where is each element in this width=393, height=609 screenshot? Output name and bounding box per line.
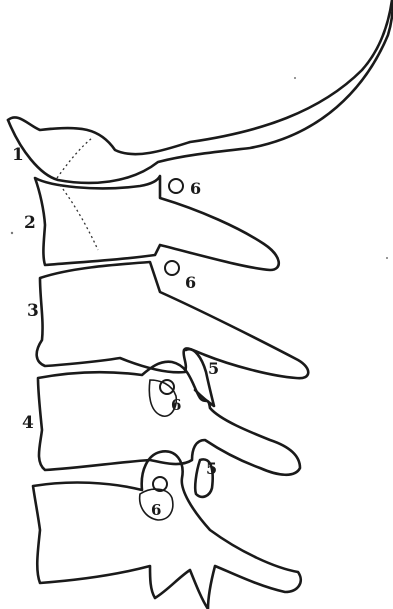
print-speck bbox=[386, 257, 388, 259]
foramen-circle-a bbox=[169, 179, 183, 193]
label-vertebra-3: 3 bbox=[27, 301, 39, 321]
vertebra-4 bbox=[38, 362, 300, 475]
label-vertebra-4: 4 bbox=[22, 413, 34, 433]
foramen-circle-c bbox=[160, 380, 174, 394]
vertebra-5 bbox=[33, 451, 301, 609]
label-foramen-d: 6 bbox=[151, 501, 161, 519]
label-foramen-b: 6 bbox=[185, 273, 196, 292]
vertebra-1 bbox=[8, 0, 393, 183]
vertebra-2 bbox=[35, 176, 279, 270]
label-process-b: 5 bbox=[206, 459, 217, 478]
label-vertebra-1: 1 bbox=[12, 145, 24, 165]
foramen-circle-b bbox=[165, 261, 179, 275]
label-foramen-a: 6 bbox=[190, 179, 201, 198]
print-speck bbox=[11, 232, 13, 234]
label-foramen-c: 6 bbox=[171, 396, 181, 414]
label-vertebra-2: 2 bbox=[24, 213, 36, 233]
label-process-a: 5 bbox=[208, 359, 219, 378]
print-speck bbox=[294, 77, 296, 79]
